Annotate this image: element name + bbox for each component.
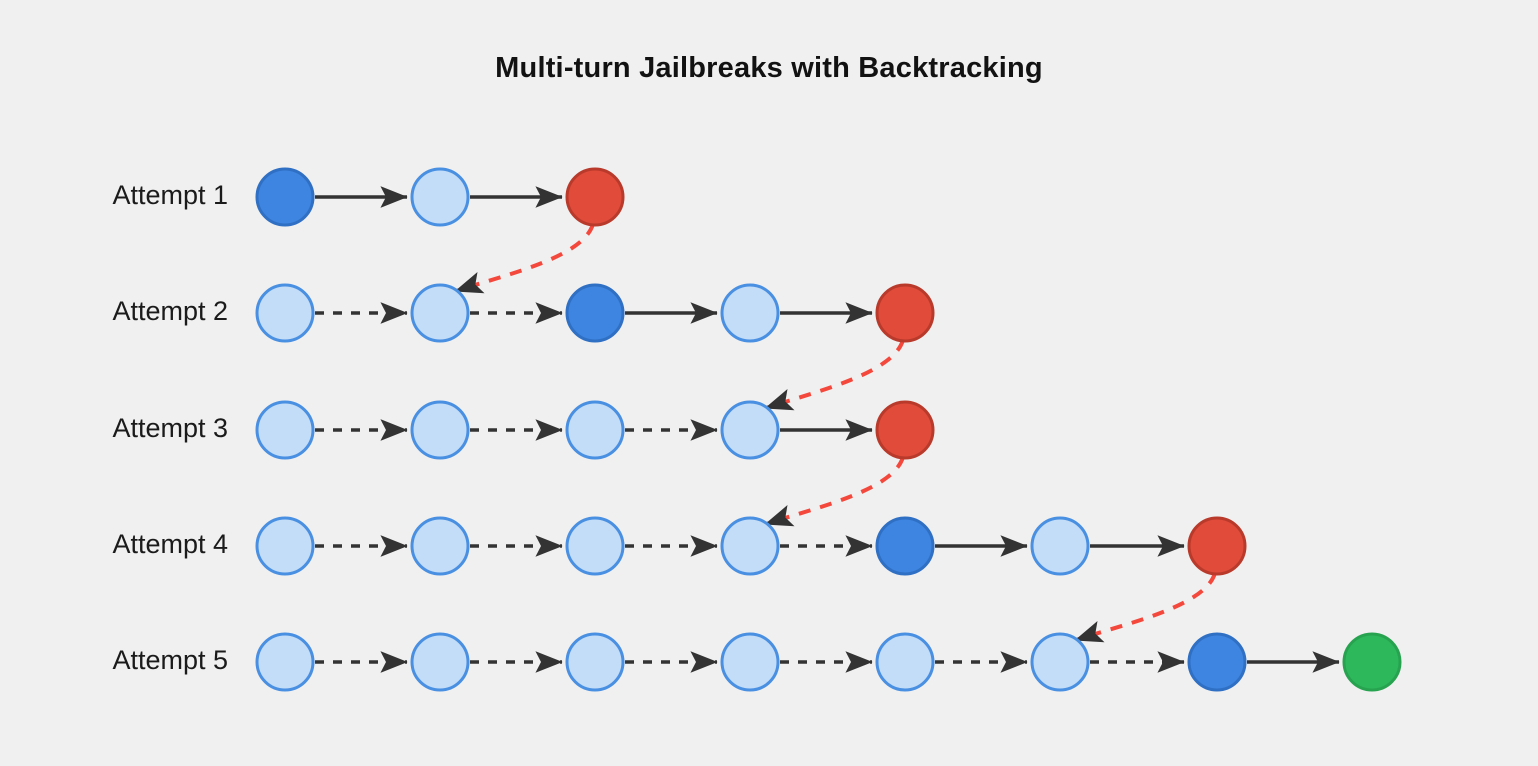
- backtrack-4-to-5: [1074, 572, 1217, 643]
- node-a4-t3-explored[interactable]: [565, 516, 625, 576]
- nodes-layer: [255, 167, 1402, 692]
- edges-layer: [315, 186, 1340, 673]
- node-a2-t5-refusal[interactable]: [875, 283, 935, 343]
- page-title: Multi-turn Jailbreaks with Backtracking: [495, 52, 1043, 84]
- node-a3-t1-explored[interactable]: [255, 400, 315, 460]
- node-a4-t2-explored[interactable]: [410, 516, 470, 576]
- node-a3-t4-explored[interactable]: [720, 400, 780, 460]
- node-a1-t2-explored[interactable]: [410, 167, 470, 227]
- node-a4-t1-explored[interactable]: [255, 516, 315, 576]
- node-a1-t3-refusal[interactable]: [565, 167, 625, 227]
- node-a3-t2-explored[interactable]: [410, 400, 470, 460]
- node-a5-t6-explored[interactable]: [1030, 632, 1090, 692]
- row-label-attempt-2: Attempt 2: [112, 296, 228, 326]
- backtrack-1-to-2: [454, 223, 595, 294]
- backtrack-2-to-3: [764, 339, 905, 411]
- backtrack-edges-layer: [454, 223, 1217, 643]
- backtrack-3-to-4: [764, 456, 905, 527]
- node-a5-t5-explored[interactable]: [875, 632, 935, 692]
- node-a5-t2-explored[interactable]: [410, 632, 470, 692]
- node-a3-t5-refusal[interactable]: [875, 400, 935, 460]
- row-label-attempt-4: Attempt 4: [112, 529, 228, 559]
- node-a3-t3-explored[interactable]: [565, 400, 625, 460]
- node-a2-t2-explored[interactable]: [410, 283, 470, 343]
- node-a4-t5-current[interactable]: [875, 516, 935, 576]
- node-a5-t3-explored[interactable]: [565, 632, 625, 692]
- node-a4-t4-explored[interactable]: [720, 516, 780, 576]
- node-a5-t1-explored[interactable]: [255, 632, 315, 692]
- row-labels-layer: Attempt 1 Attempt 2 Attempt 3 Attempt 4 Atte…: [112, 180, 228, 675]
- row-label-attempt-1: Attempt 1: [112, 180, 228, 210]
- node-a1-t1-current[interactable]: [255, 167, 315, 227]
- row-label-attempt-3: Attempt 3: [112, 413, 228, 443]
- row-label-attempt-5: Attempt 5: [112, 645, 228, 675]
- node-a5-t8-success[interactable]: [1342, 632, 1402, 692]
- node-a2-t3-current[interactable]: [565, 283, 625, 343]
- node-a4-t7-refusal[interactable]: [1187, 516, 1247, 576]
- node-a2-t4-explored[interactable]: [720, 283, 780, 343]
- node-a4-t6-explored[interactable]: [1030, 516, 1090, 576]
- node-a5-t4-explored[interactable]: [720, 632, 780, 692]
- node-a2-t1-explored[interactable]: [255, 283, 315, 343]
- node-a5-t7-current[interactable]: [1187, 632, 1247, 692]
